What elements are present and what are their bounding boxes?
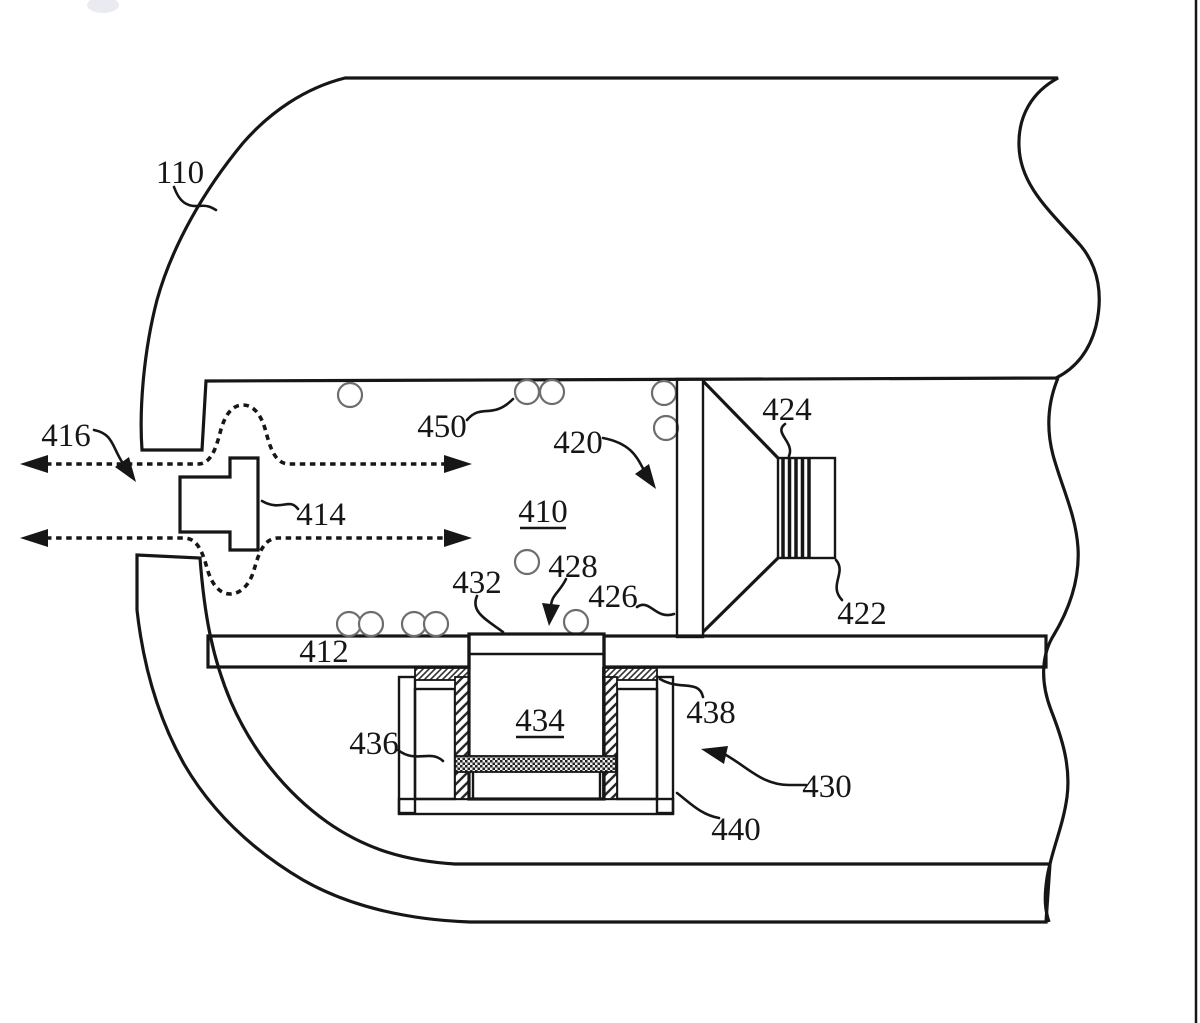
airflow-paths-416 xyxy=(20,403,472,596)
ref-label-430: 430 xyxy=(802,769,852,805)
ref-label-412: 412 xyxy=(299,634,349,670)
channel-floor-right-412 xyxy=(602,634,1048,669)
actuator-module-430 xyxy=(397,632,675,816)
ref-label-410: 410 xyxy=(518,494,568,530)
ref-label-436: 436 xyxy=(349,726,399,762)
cropped-artifact xyxy=(87,0,119,13)
ref-label-420: 420 xyxy=(553,425,603,461)
leader-426 xyxy=(635,603,676,617)
mass-block-434 xyxy=(467,632,606,801)
ref-label-414: 414 xyxy=(296,497,346,533)
speaker-cone-lower-edge xyxy=(701,556,780,634)
leader-422 xyxy=(834,558,844,602)
vent-valve-414 xyxy=(178,456,260,552)
spring-bar-436 xyxy=(454,755,617,773)
ref-label-110: 110 xyxy=(156,155,204,191)
break-line-right xyxy=(1042,377,1080,923)
arrowhead-left-icon xyxy=(20,455,48,473)
arrowhead-left-icon xyxy=(20,529,48,547)
ref-label-440: 440 xyxy=(711,812,761,848)
air-bubble xyxy=(652,414,680,442)
arrowhead-right-icon xyxy=(444,529,472,547)
ref-label-428: 428 xyxy=(548,549,598,585)
arrowhead-420-icon xyxy=(635,464,656,489)
air-bubble xyxy=(562,608,590,636)
arrowhead-416-icon xyxy=(115,457,136,482)
arrowhead-right-icon xyxy=(444,455,472,473)
ref-label-434: 434 xyxy=(515,703,565,739)
post-right xyxy=(615,687,659,801)
voice-coil-stripes-424 xyxy=(781,459,811,557)
air-bubble xyxy=(513,548,541,576)
leader-424 xyxy=(780,422,792,458)
leader-432 xyxy=(474,594,505,634)
module-right-wall xyxy=(655,675,675,815)
arrowhead-428-icon xyxy=(542,603,560,626)
ref-label-438: 438 xyxy=(686,695,736,731)
air-bubble xyxy=(335,610,363,638)
leader-440 xyxy=(675,791,721,820)
leader-416 xyxy=(92,428,126,467)
upper-housing-body-110 xyxy=(139,76,1101,452)
arrowhead-430-icon xyxy=(701,746,728,764)
lower-housing-band xyxy=(135,553,1052,924)
ref-label-450: 450 xyxy=(417,409,467,445)
air-bubble xyxy=(538,378,566,406)
leader-414 xyxy=(260,499,300,511)
air-bubble xyxy=(336,381,364,409)
leader-438 xyxy=(658,677,705,699)
mesh-wall-426 xyxy=(675,377,705,639)
airflow-lower-path xyxy=(46,536,446,596)
speaker-assembly xyxy=(675,377,837,639)
speaker-driver-422 xyxy=(776,456,837,560)
air-bubbles-450 xyxy=(335,378,680,638)
module-bottom-wall xyxy=(397,797,675,816)
ref-label-424: 424 xyxy=(762,392,812,428)
leader-110 xyxy=(172,185,218,212)
air-bubble xyxy=(422,610,450,638)
leader-430 xyxy=(724,753,808,787)
speaker-cone-upper-edge xyxy=(701,379,780,460)
air-bubble xyxy=(357,610,385,638)
air-bubble xyxy=(400,610,428,638)
ref-label-416: 416 xyxy=(41,418,91,454)
airflow-upper-path xyxy=(46,403,446,466)
leader-450 xyxy=(465,397,515,422)
air-bubble xyxy=(513,378,541,406)
air-bubble xyxy=(650,379,678,407)
post-left xyxy=(413,687,457,801)
ref-label-422: 422 xyxy=(837,596,887,632)
reference-annotations: 110 416 414 450 420 410 424 422 432 428 … xyxy=(41,155,887,848)
module-left-wall xyxy=(397,675,417,815)
inner-column-left xyxy=(454,676,470,800)
ref-label-426: 426 xyxy=(588,579,638,615)
ref-label-432: 432 xyxy=(452,565,502,601)
leader-436 xyxy=(396,748,445,763)
